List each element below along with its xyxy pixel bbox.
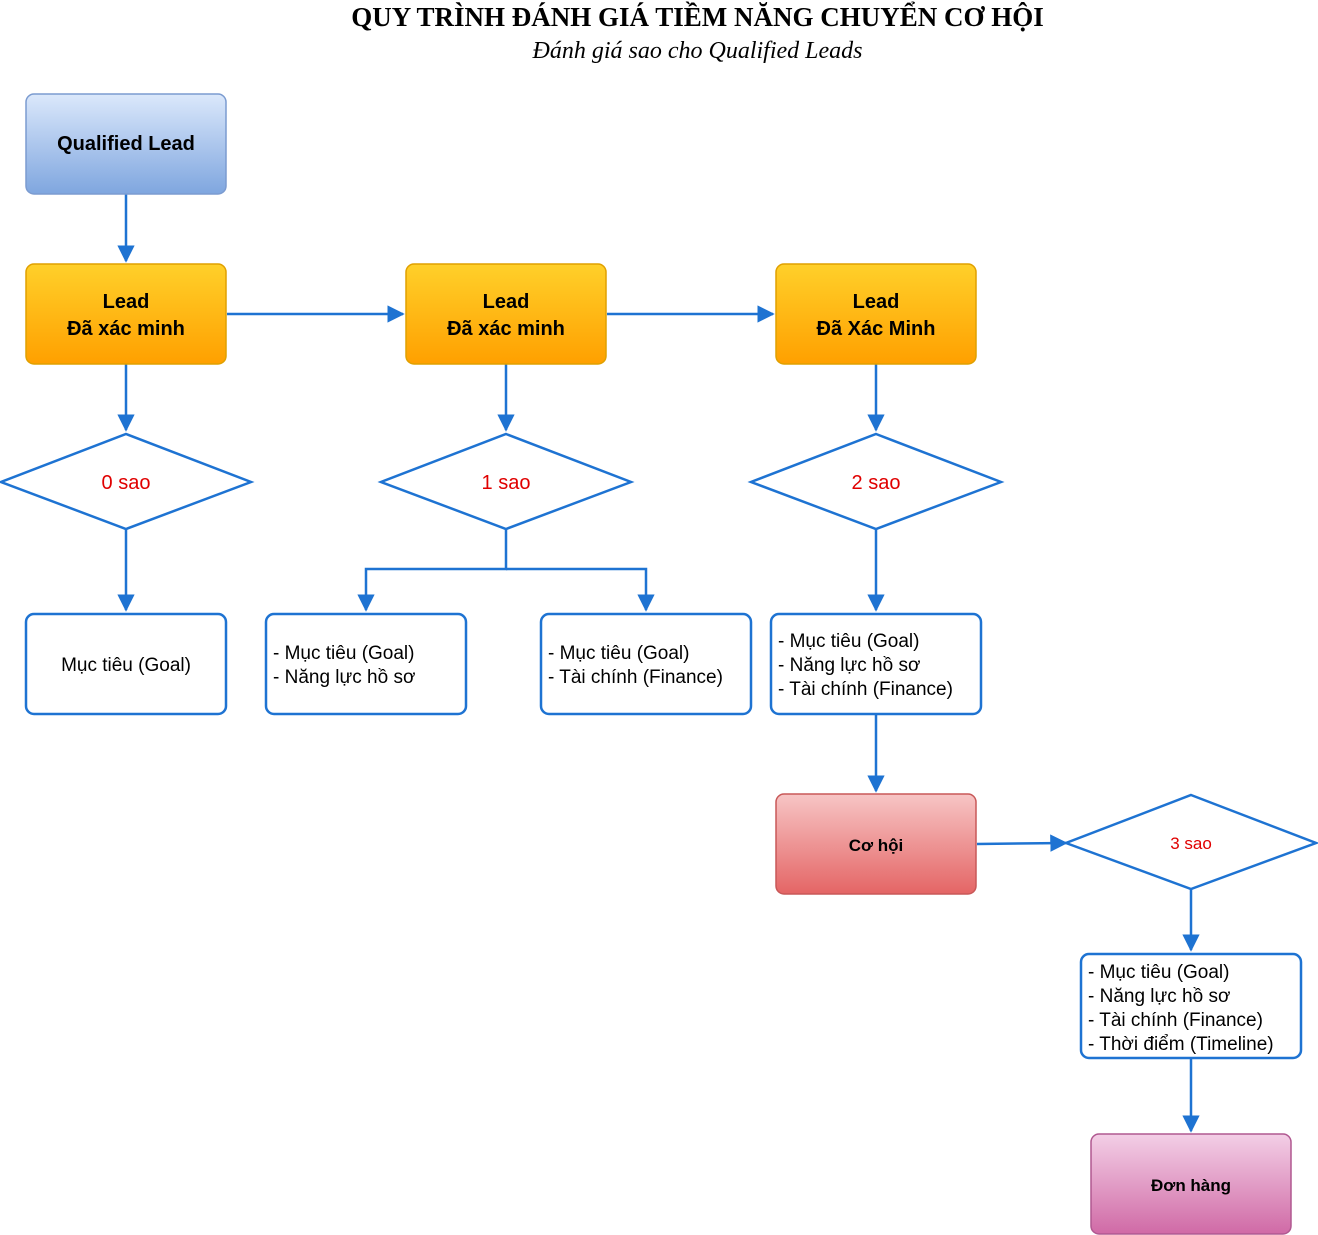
edge-rating1-to-criteria1b [506,567,655,612]
node-lead-3[interactable]: Lead Đã Xác Minh [775,263,977,365]
decision-rating-2[interactable]: 2 sao [747,432,1005,531]
criteria-box-2[interactable]: - Mục tiêu (Goal) - Năng lực hồ sơ - Tài… [769,612,983,716]
edge-opportunity-to-rating3 [976,834,1068,852]
criteria-box-3[interactable]: - Mục tiêu (Goal) - Năng lực hồ sơ - Tài… [1079,952,1303,1060]
node-order[interactable]: Đơn hàng [1090,1133,1292,1235]
criteria-1a-line: - Năng lực hồ sơ [273,667,415,688]
criteria-1a-line: - Mục tiêu (Goal) [273,643,414,664]
edge-rating1-to-criteria1a [357,529,508,612]
rating-0-label: 0 sao [102,472,151,494]
node-lead-2-line2: Đã xác minh [447,318,565,340]
criteria-2-line: - Mục tiêu (Goal) [778,631,919,652]
criteria-3-line: - Năng lực hồ sơ [1088,986,1230,1007]
decision-rating-3[interactable]: 3 sao [1062,793,1318,891]
node-lead-3-line1: Lead [853,291,900,313]
node-lead-2[interactable]: Lead Đã xác minh [405,263,607,365]
node-lead-1-line1: Lead [103,291,150,313]
criteria-box-1b[interactable]: - Mục tiêu (Goal) - Tài chính (Finance) [539,612,753,716]
node-lead-2-line1: Lead [483,291,530,313]
diagram-subtitle: Đánh giá sao cho Qualified Leads [532,38,863,64]
node-opportunity-label: Cơ hội [849,836,904,855]
node-lead-1-line2: Đã xác minh [67,318,185,340]
criteria-3-line: - Mục tiêu (Goal) [1088,962,1229,983]
decision-rating-1[interactable]: 1 sao [377,432,635,531]
criteria-1b-line: - Mục tiêu (Goal) [548,643,689,664]
rating-3-label: 3 sao [1170,834,1212,853]
criteria-3-line: - Thời điểm (Timeline) [1088,1034,1274,1055]
criteria-1b-line: - Tài chính (Finance) [548,667,723,688]
criteria-2-line: - Năng lực hồ sơ [778,655,920,676]
rating-2-label: 2 sao [852,472,901,494]
node-qualified-lead[interactable]: Qualified Lead [25,93,227,195]
rating-1-label: 1 sao [482,472,531,494]
criteria-3-line: - Tài chính (Finance) [1088,1010,1263,1031]
node-lead-1[interactable]: Lead Đã xác minh [25,263,227,365]
criteria-0-line: Mục tiêu (Goal) [61,655,191,676]
node-opportunity[interactable]: Cơ hội [775,793,977,895]
decision-rating-0[interactable]: 0 sao [0,432,255,531]
node-order-label: Đơn hàng [1151,1176,1231,1195]
criteria-2-line: - Tài chính (Finance) [778,679,953,700]
criteria-box-0[interactable]: Mục tiêu (Goal) [24,612,228,716]
node-lead-3-line2: Đã Xác Minh [817,318,936,340]
node-qualified-lead-label: Qualified Lead [57,133,195,155]
connectors [117,194,1200,1133]
diagram-title: QUY TRÌNH ĐÁNH GIÁ TIỀM NĂNG CHUYỂN CƠ H… [351,2,1044,32]
criteria-box-1a[interactable]: - Mục tiêu (Goal) - Năng lực hồ sơ [264,612,468,716]
